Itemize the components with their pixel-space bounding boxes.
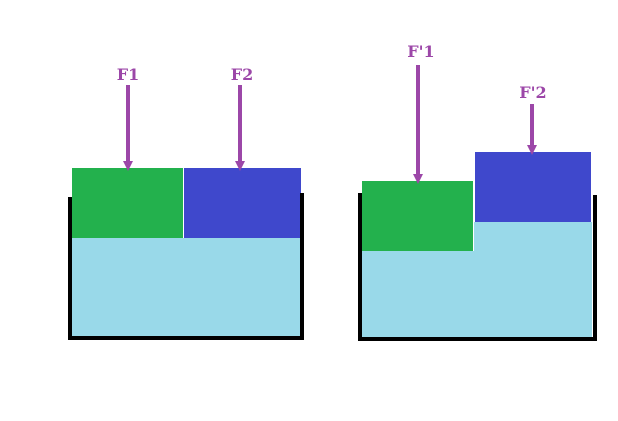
- right-container: [358, 193, 597, 341]
- left-green-piston: [72, 168, 183, 238]
- right-diagram: F'1 F'2: [358, 42, 597, 341]
- left-force-2-label: F2: [231, 65, 254, 84]
- right-water-under-green: [362, 251, 475, 337]
- right-water-under-blue: [474, 222, 592, 337]
- left-water: [72, 238, 301, 337]
- right-green-piston: [362, 181, 473, 251]
- left-diagram: F1 F2: [68, 65, 304, 340]
- right-force-2-label: F'2: [519, 83, 546, 102]
- right-blue-piston: [475, 152, 591, 222]
- left-blue-piston: [184, 168, 301, 238]
- left-force-1-label: F1: [117, 65, 140, 84]
- right-force-1-label: F'1: [407, 42, 434, 61]
- left-container: [68, 193, 304, 340]
